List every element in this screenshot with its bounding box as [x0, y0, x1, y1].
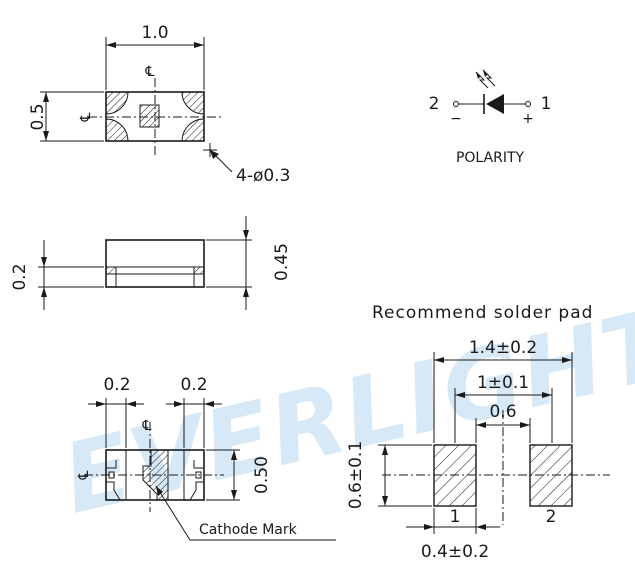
corner-pad-bl	[105, 118, 129, 142]
side-pad-right	[193, 266, 205, 275]
corner-pad-tl	[105, 91, 129, 115]
side-view-body	[105, 239, 205, 288]
led-chip	[139, 104, 160, 128]
pad-1-label: 1	[450, 507, 461, 527]
diode-triangle	[486, 94, 504, 114]
cathode-leader-line	[155, 485, 336, 541]
pad-height-label: 0.6±0.1	[346, 441, 366, 509]
solder-pad-title: Recommend solder pad	[372, 303, 593, 323]
height-label: 0.5	[28, 103, 48, 130]
polarity-symbol: 2 1 − + POLARITY	[429, 69, 552, 166]
pin-right-terminal	[525, 101, 531, 107]
bottom-centerline-symbol-left: ℄	[76, 471, 92, 481]
pad-width-label: 0.4±0.2	[421, 542, 489, 562]
gap-label: 0.6	[489, 402, 516, 422]
corner-pad-tr	[181, 91, 205, 115]
pin-left-terminal	[453, 101, 459, 107]
corner-radius-label: 4-ø0.3	[236, 166, 290, 186]
side-view: 0.2 0.45	[10, 216, 292, 310]
side-pad-left	[105, 266, 117, 275]
width-label: 1.0	[141, 23, 168, 43]
overall-width-label: 1.4±0.2	[469, 338, 537, 358]
cathode-mark-label: Cathode Mark	[199, 522, 298, 538]
pin-left-label: 2	[429, 94, 440, 114]
inner-width-label: 1±0.1	[477, 373, 529, 393]
pin-right-label: 1	[541, 94, 552, 114]
bottom-height-label: 0.50	[252, 456, 272, 494]
top-view: 1.0 0.5 ℄ ℄ 4-ø0.3	[28, 23, 290, 186]
bottom-view: ℄ ℄ 0.2 0.2 0.50 Cathode Mark	[76, 375, 336, 541]
polarity-caption: POLARITY	[456, 150, 525, 166]
pad-2-label: 2	[546, 507, 557, 527]
left-pad-label: 0.2	[103, 375, 130, 395]
total-height-label: 0.45	[272, 243, 292, 281]
centerline-symbol-top: ℄	[145, 64, 155, 80]
bottom-centerline-symbol-top: ℄	[142, 418, 152, 434]
centerline-symbol-left: ℄	[78, 113, 94, 123]
minus-sign: −	[450, 111, 462, 127]
solder-pad-layout: Recommend solder pad 1.4±0.2 1±0.1 0.6	[346, 303, 610, 562]
plus-sign: +	[522, 111, 534, 127]
pad-thickness-label: 0.2	[10, 263, 30, 290]
corner-pad-br	[181, 118, 205, 142]
right-pad-label: 0.2	[180, 375, 207, 395]
